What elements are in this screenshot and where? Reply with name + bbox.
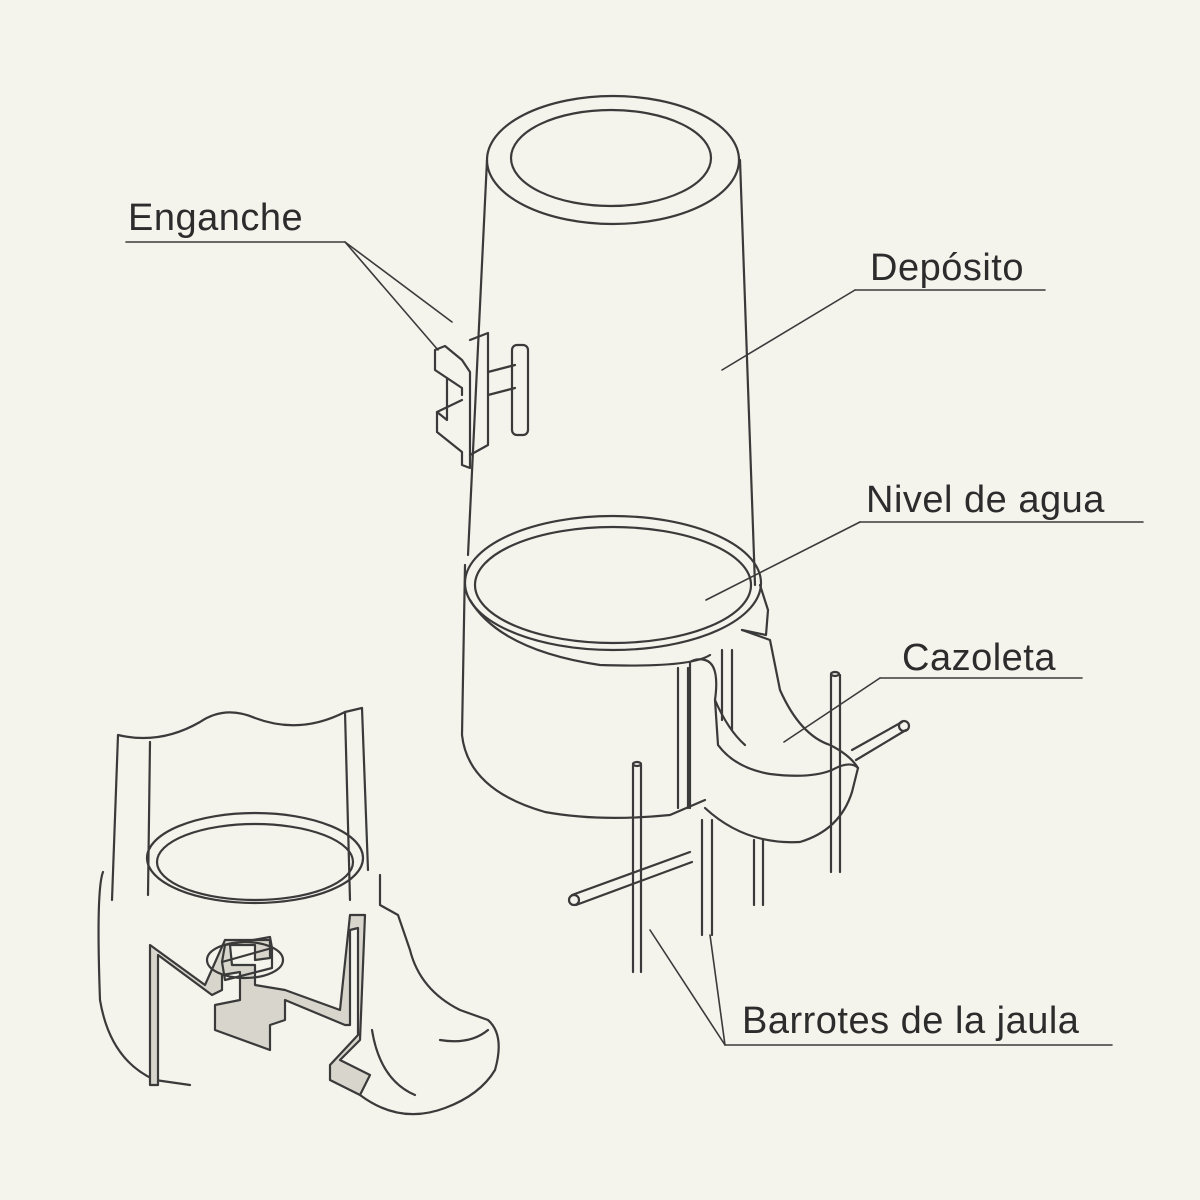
base-cup-body bbox=[460, 563, 707, 819]
hook-outer-clip bbox=[433, 344, 472, 470]
reservoir-top-rim-inner bbox=[509, 108, 713, 208]
dish bbox=[688, 628, 860, 844]
cutaway-inner-rim-2 bbox=[155, 822, 355, 902]
cage-bar-4-top bbox=[829, 670, 841, 678]
base-cup-right-wall bbox=[740, 583, 770, 637]
cutaway-valve-seat bbox=[205, 940, 285, 980]
label-hook: Enganche bbox=[128, 197, 303, 239]
water-level-rim-outer bbox=[463, 514, 763, 652]
cage-bar-6 bbox=[720, 648, 734, 732]
hook-plate bbox=[510, 343, 530, 437]
hook-inner-clip bbox=[468, 331, 490, 457]
cutaway-section bbox=[148, 913, 372, 1097]
dish-inner bbox=[740, 628, 860, 770]
leader-bars-1 bbox=[649, 929, 726, 1046]
cutaway-tube-cut-edge bbox=[116, 706, 364, 740]
dish-rim bbox=[688, 658, 707, 810]
leader-hook-2 bbox=[344, 241, 439, 351]
cage-bar-2 bbox=[700, 818, 714, 937]
water-level bbox=[463, 514, 763, 652]
cutaway-inner-rim bbox=[145, 811, 365, 905]
label-cage-bars: Barrotes de la jaula bbox=[742, 1000, 1080, 1042]
dish-lip bbox=[713, 698, 747, 747]
base-cup-front-edge bbox=[468, 598, 712, 667]
reservoir-top-rim-outer bbox=[485, 94, 741, 226]
labels: Enganche Depósito Nivel de agua Cazoleta… bbox=[128, 197, 1105, 1042]
feeder-assembly bbox=[433, 94, 911, 974]
cutaway-outer-cup bbox=[97, 870, 192, 1087]
label-reservoir: Depósito bbox=[870, 247, 1024, 289]
cutaway-tube-walls bbox=[110, 706, 370, 902]
cage-cross-bar-right bbox=[850, 720, 908, 762]
cage-bars bbox=[567, 648, 911, 974]
label-water-level: Nivel de agua bbox=[866, 479, 1105, 521]
reservoir bbox=[466, 94, 757, 587]
cutaway-dish-inner bbox=[370, 1028, 490, 1097]
leader-bars-2 bbox=[709, 934, 726, 1046]
cutaway-view bbox=[97, 706, 500, 1116]
cage-bar-1-top bbox=[631, 760, 643, 768]
cage-bar-5 bbox=[676, 666, 690, 810]
label-dish: Cazoleta bbox=[902, 637, 1056, 679]
cage-cross-bar-left-end bbox=[567, 893, 581, 907]
cage-bar-1 bbox=[631, 763, 643, 974]
cage-cross-bar-left bbox=[570, 850, 694, 907]
leader-dish bbox=[783, 677, 881, 743]
leader-water-level bbox=[705, 521, 861, 601]
dish-outer bbox=[703, 658, 860, 844]
base-cup bbox=[460, 563, 770, 819]
leader-reservoir bbox=[721, 289, 856, 371]
cage-bar-4 bbox=[829, 673, 842, 874]
leader-lines bbox=[125, 241, 1144, 1046]
cutaway-outer-cup-right bbox=[358, 873, 500, 1116]
hook-bar bbox=[486, 363, 517, 397]
hook bbox=[433, 331, 530, 470]
hook-slot bbox=[435, 376, 464, 414]
cage-bar-3 bbox=[752, 838, 765, 907]
leader-hook-1 bbox=[344, 241, 453, 323]
reservoir-body bbox=[466, 158, 757, 587]
water-level-rim-inner bbox=[473, 525, 753, 645]
cage-cross-bar-right-end bbox=[897, 719, 911, 733]
